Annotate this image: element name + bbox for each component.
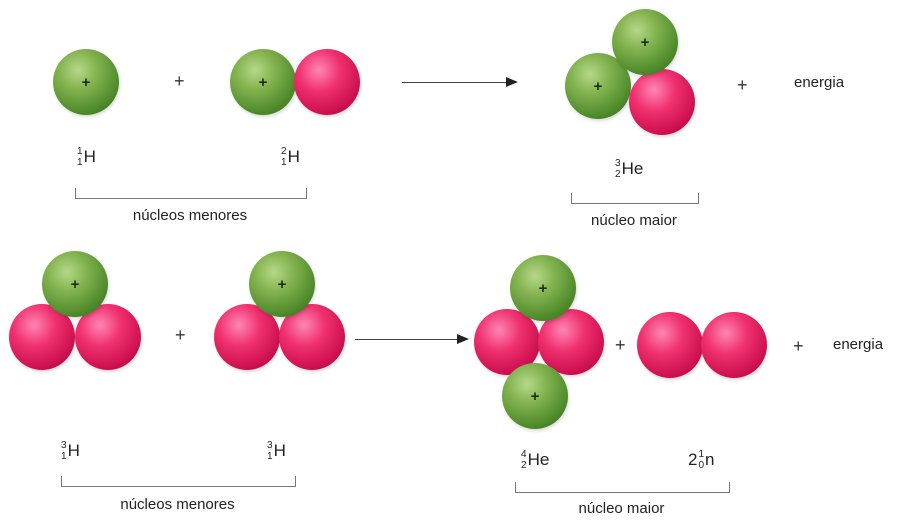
plus-sign: +: [175, 325, 186, 345]
bracket: [571, 193, 699, 204]
energy-label: energia: [794, 74, 845, 91]
positive-charge: +: [538, 279, 548, 297]
proton-ball: +: [53, 49, 119, 115]
positive-charge: +: [258, 73, 268, 91]
positive-charge: +: [593, 77, 603, 95]
neutron-ball: [294, 49, 360, 115]
proton-ball: +: [612, 9, 678, 75]
positive-charge: +: [530, 387, 540, 405]
bracket: [515, 482, 730, 493]
proton-ball: +: [42, 251, 108, 317]
positive-charge: +: [277, 275, 287, 293]
reaction-arrow: [402, 77, 518, 87]
bracket: [75, 188, 307, 199]
proton-ball: +: [502, 363, 568, 429]
positive-charge: +: [81, 73, 91, 91]
proton-ball: +: [230, 49, 296, 115]
plus-sign: +: [737, 75, 748, 95]
proton-ball: +: [249, 251, 315, 317]
larger-nucleus-label: núcleo maior: [591, 212, 677, 229]
proton-ball: +: [510, 255, 576, 321]
neutron-ball: [637, 312, 703, 378]
neutron-ball: [629, 69, 695, 135]
plus-sign: +: [615, 335, 626, 355]
larger-nucleus-label: núcleo maior: [578, 500, 665, 517]
reaction-arrow: [355, 334, 469, 344]
neutron-ball: [214, 304, 280, 370]
positive-charge: +: [640, 33, 650, 51]
bracket: [61, 476, 296, 487]
plus-sign: +: [793, 336, 804, 356]
positive-charge: +: [70, 275, 80, 293]
plus-sign: +: [174, 71, 185, 91]
smaller-nuclei-label: núcleos menores: [120, 496, 235, 513]
neutron-ball: [701, 312, 767, 378]
smaller-nuclei-label: núcleos menores: [132, 207, 248, 224]
energy-label: energia: [833, 336, 884, 353]
